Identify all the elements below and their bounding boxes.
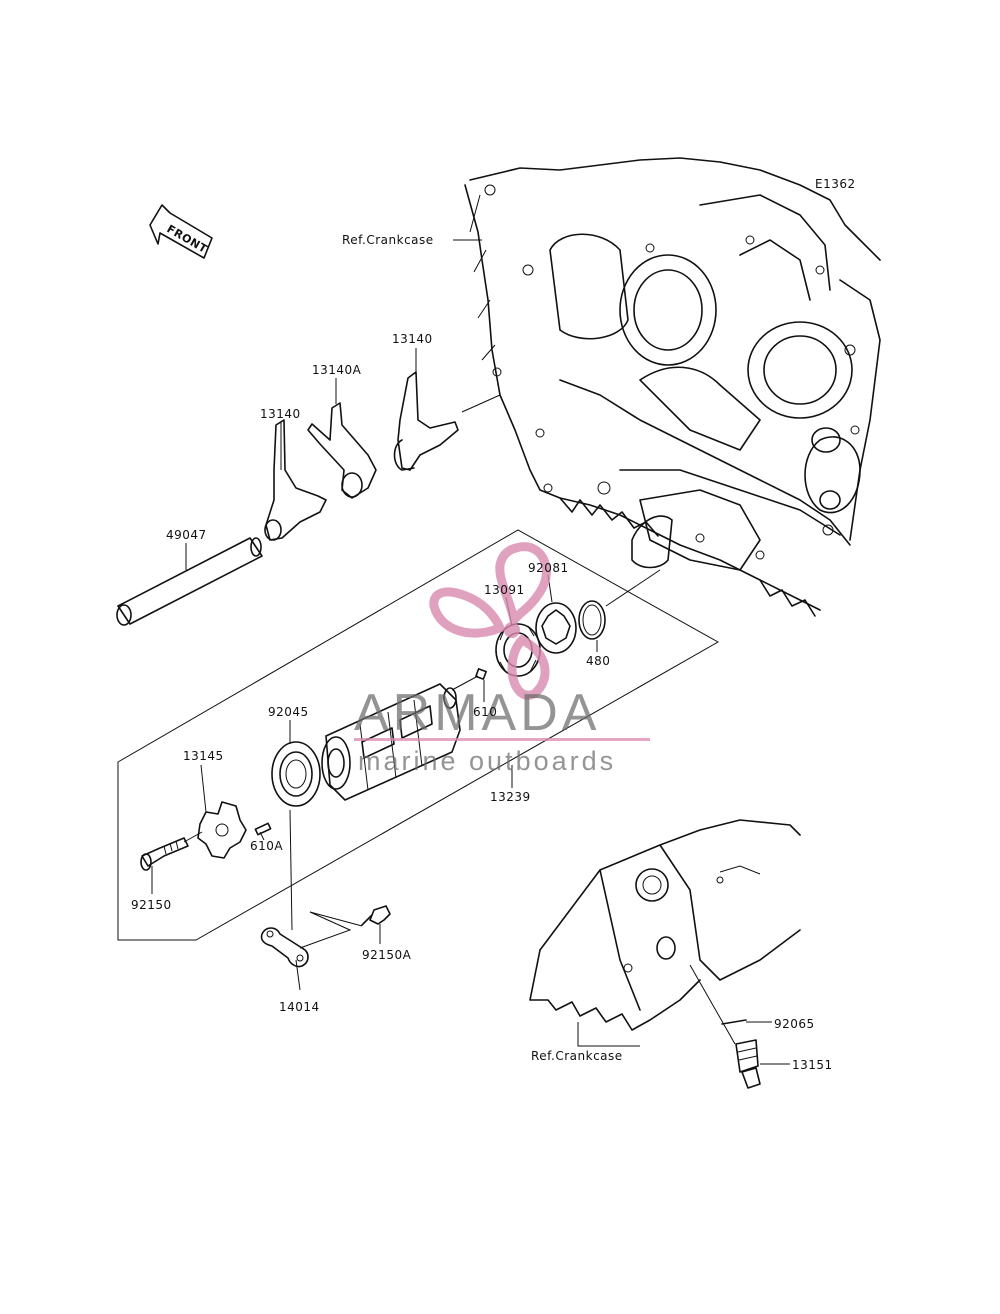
label-92150A: 92150A <box>362 948 412 962</box>
shift-fork-13140-left <box>264 419 327 541</box>
label-13091: 13091 <box>484 583 525 597</box>
ball-bearing-92045 <box>271 741 321 807</box>
label-13140A: 13140A <box>312 363 362 377</box>
label-14014: 14014 <box>279 1000 320 1014</box>
fork-shaft-49047 <box>116 537 263 626</box>
label-92150: 92150 <box>131 898 172 912</box>
label-13239: 13239 <box>490 790 531 804</box>
watermark-subtitle: marine outboards <box>358 746 616 776</box>
label-610: 610 <box>473 705 497 719</box>
watermark-accent-bar <box>354 738 650 741</box>
circlip-480 <box>578 600 606 640</box>
label-480: 480 <box>586 654 610 668</box>
ref-crankcase-top: Ref.Crankcase <box>342 233 434 247</box>
front-arrow-icon: FRONT <box>149 204 213 259</box>
shift-fork-13140-right <box>393 371 459 471</box>
label-13145: 13145 <box>183 749 224 763</box>
bolt-92150A <box>361 905 391 926</box>
label-13140-right: 13140 <box>392 332 433 346</box>
o-ring-92065 <box>721 1019 747 1025</box>
label-13151: 13151 <box>792 1058 833 1072</box>
leader-lines <box>151 239 790 1065</box>
crankcase-upper <box>464 157 881 617</box>
label-92065: 92065 <box>774 1017 815 1031</box>
bolt-92150 <box>140 837 189 871</box>
propeller-logo-icon <box>429 542 551 700</box>
labels: E1362 Ref.Crankcase 13140 13140A 13140 4… <box>131 177 856 1072</box>
neutral-switch-13151 <box>735 1039 761 1089</box>
explode-frame <box>117 529 720 941</box>
pin-610A <box>254 822 272 836</box>
label-49047: 49047 <box>166 528 207 542</box>
ref-crankcase-bottom: Ref.Crankcase <box>531 1049 623 1063</box>
label-92045: 92045 <box>268 705 309 719</box>
label-13140-left: 13140 <box>260 407 301 421</box>
holder-92081 <box>535 602 577 654</box>
pin-610 <box>475 668 487 680</box>
label-92081: 92081 <box>528 561 569 575</box>
watermark: ARMADA marine outboards <box>354 542 650 776</box>
stopper-14014 <box>260 927 309 968</box>
diagram-id: E1362 <box>815 177 856 191</box>
crankcase-lower <box>529 819 801 1031</box>
label-610A: 610A <box>250 839 283 853</box>
watermark-title: ARMADA <box>354 684 600 742</box>
shift-fork-13140A <box>307 402 377 499</box>
shift-cam-13145 <box>197 801 247 859</box>
